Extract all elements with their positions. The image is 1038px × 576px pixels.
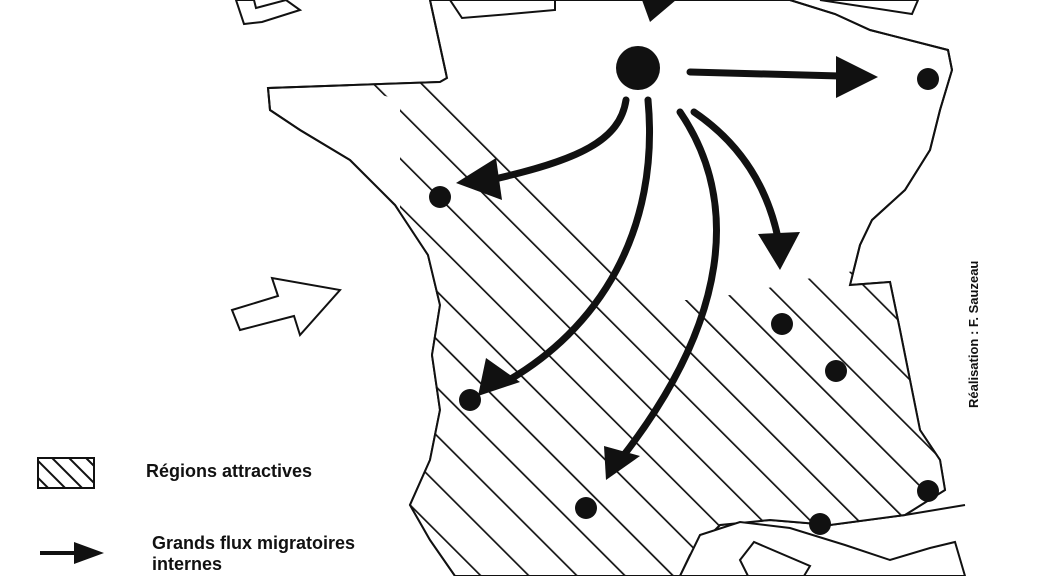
flow-arrow-north <box>642 0 676 22</box>
city-lyon <box>771 313 793 335</box>
city-strasbourg <box>917 68 939 90</box>
inflow-arrow-north-west <box>234 0 303 26</box>
flow-paris-southwest <box>498 96 653 388</box>
city-bordeaux <box>459 389 481 411</box>
author-credit: Réalisation : F. Sauzeau <box>966 260 981 408</box>
flow-paris-west <box>486 96 630 184</box>
north-notch <box>819 0 920 16</box>
city-marseille <box>809 513 831 535</box>
paris-city <box>616 46 660 90</box>
legend-flows-label-line2: internes <box>152 554 223 574</box>
flow-paris-southeast <box>690 108 782 242</box>
flow-paris-south <box>616 108 720 464</box>
inflow-arrow-west <box>230 276 342 337</box>
channel-notch <box>448 0 556 20</box>
legend-attractive-regions-label: Régions attractives <box>146 461 313 481</box>
legend-flows-label-line1: Grands flux migratoires <box>152 533 356 553</box>
arrowhead-southeast <box>758 232 800 270</box>
south-edge <box>904 504 966 516</box>
city-grenoble <box>825 360 847 382</box>
arrowhead-west <box>456 158 502 200</box>
legend-hatch-swatch <box>37 457 95 489</box>
inflow-arrow-south <box>738 540 812 576</box>
flow-paris-east <box>686 68 844 80</box>
city-nice <box>917 480 939 502</box>
arrowhead-south <box>604 446 640 480</box>
legend-arrow-icon <box>40 542 104 564</box>
city-nantes <box>429 186 451 208</box>
arrowhead-southwest <box>478 358 520 396</box>
city-toulouse <box>575 497 597 519</box>
arrowhead-east <box>836 56 878 98</box>
